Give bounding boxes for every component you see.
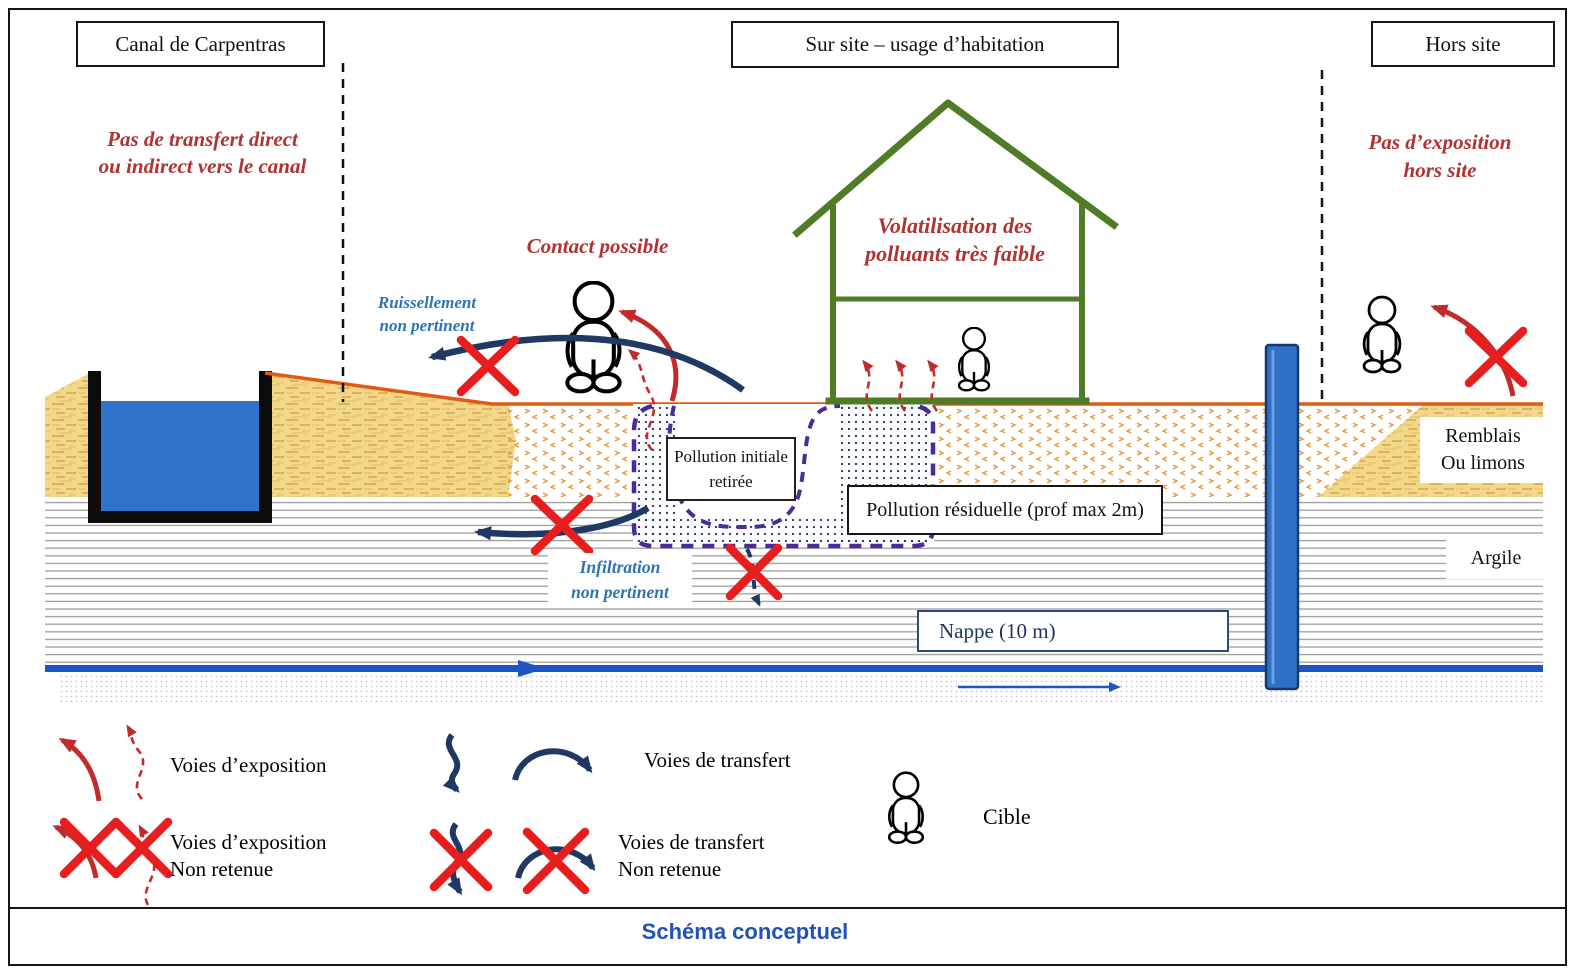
left-embankment	[45, 374, 88, 497]
footer-separator	[8, 907, 1565, 909]
label-nappe: Nappe (10 m)	[917, 610, 1229, 652]
site-boundary-lines	[341, 63, 1324, 402]
note-no-transfer-line2: ou indirect vers le canal	[98, 154, 307, 178]
label-remblais-line2: Ou limons	[1441, 452, 1525, 474]
house-icon	[792, 99, 1119, 405]
ground-surface-line	[264, 371, 1543, 406]
zone-box-canal-label: Canal de Carpentras	[115, 31, 286, 56]
note-contact-possible: Contact possible	[500, 234, 695, 259]
lateral-infiltration-excluded-x-icon	[530, 494, 594, 556]
excluded-pathway-crosses	[59, 326, 1528, 895]
label-pollution-initiale: Pollution initiale retirée	[666, 437, 796, 501]
legend-transfer-excluded-label: Voies de transfert Non retenue	[618, 829, 765, 883]
legend-target-label: Cible	[983, 804, 1031, 830]
legend-exposure-text: Voies d’exposition	[170, 753, 327, 777]
footer-title-text: Schéma conceptuel	[641, 919, 849, 944]
legend-transfer-arc-arrow-icon	[512, 748, 593, 781]
legend-exposure-label: Voies d’exposition	[170, 753, 327, 778]
label-argile: Argile	[1446, 537, 1546, 579]
legend-exposure-excluded-line2: Non retenue	[170, 857, 274, 881]
note-runoff-line1: Ruissellement	[377, 293, 477, 312]
canal-water	[101, 401, 259, 511]
note-no-exposure-line1: Pas d’exposition	[1368, 130, 1512, 154]
legend-transfer-text: Voies de transfert	[644, 748, 791, 772]
label-remblais-line1: Remblais	[1445, 425, 1521, 447]
person-offsite-icon	[1362, 295, 1402, 374]
note-volatilisation-line2: polluants très faible	[865, 241, 1045, 266]
legend-transfer-excluded-line1: Voies de transfert	[618, 830, 765, 854]
note-infiltration: Infiltration non pertinent	[548, 553, 692, 607]
well-barrier	[1264, 343, 1300, 691]
vertical-infiltration-dashed-arrow	[745, 548, 761, 607]
label-pollution-residuelle: Pollution résiduelle (prof max 2m)	[847, 485, 1163, 535]
note-runoff-line2: non pertinent	[379, 316, 475, 335]
offsite-exposure-excluded-x-icon	[1464, 326, 1528, 388]
residual-pollution-outline	[631, 403, 936, 549]
note-infiltration-line2: non pertinent	[571, 582, 669, 602]
legend-target-icon	[887, 770, 925, 845]
label-remblais: Remblais Ou limons	[1420, 417, 1546, 483]
label-argile-text: Argile	[1470, 546, 1522, 569]
label-pollution-initiale-line1: Pollution initiale	[674, 447, 788, 466]
volatilisation-arrow-2	[895, 359, 907, 412]
legend-exposure-excluded-arrow-icon	[52, 824, 99, 879]
note-volatilisation-line1: Volatilisation des	[877, 213, 1033, 238]
legend-exposure-x2-icon	[111, 817, 173, 879]
zone-box-onsite-label: Sur site – usage d’habitation	[805, 32, 1045, 56]
legend-exposure-excluded-line1: Voies d’exposition	[170, 830, 327, 854]
note-infiltration-line1: Infiltration	[579, 557, 661, 577]
below-water-table-band	[58, 675, 1543, 702]
label-nappe-text: Nappe (10 m)	[939, 618, 1056, 643]
footer-title: Schéma conceptuel	[0, 919, 1490, 945]
note-no-exposure-line2: hors site	[1403, 158, 1477, 182]
house-roof	[792, 99, 1119, 238]
legend-exposure-arrow-icon	[58, 737, 102, 802]
note-runoff: Ruissellement non pertinent	[362, 291, 492, 337]
zone-box-canal: Canal de Carpentras	[76, 21, 325, 67]
legend-exposure-excluded-label: Voies d’exposition Non retenue	[170, 829, 327, 883]
legend-target-text: Cible	[983, 804, 1031, 829]
vertical-infiltration-excluded-x-icon	[725, 543, 783, 601]
water-table-line	[45, 665, 1543, 672]
person-indoor-icon	[957, 327, 991, 392]
note-volatilisation: Volatilisation des polluants très faible	[840, 212, 1070, 268]
note-no-transfer: Pas de transfert direct ou indirect vers…	[60, 126, 345, 180]
contact-exposure-arrow	[618, 309, 679, 402]
legend-transfer-wavy-arrow-icon	[442, 733, 461, 793]
soil-exposure-dashed-arrow	[627, 349, 656, 451]
volatilisation-arrow-3	[927, 359, 939, 412]
legend-transfer-excluded-line2: Non retenue	[618, 857, 722, 881]
runoff-excluded-x-icon	[456, 335, 520, 397]
label-pollution-residuelle-text: Pollution résiduelle (prof max 2m)	[866, 498, 1144, 521]
surface-runoff-arrow	[428, 334, 745, 393]
zone-box-onsite: Sur site – usage d’habitation	[731, 21, 1119, 68]
legend-transfer-label: Voies de transfert	[644, 748, 791, 773]
volatilisation-arrow-1	[862, 359, 874, 412]
groundwater-flow-arrowhead	[518, 660, 546, 677]
label-pollution-initiale-line2: retirée	[709, 472, 753, 491]
canal-right-embankment	[259, 374, 516, 497]
zone-box-offsite-label: Hors site	[1425, 31, 1501, 56]
zone-box-offsite: Hors site	[1371, 21, 1555, 67]
legend-exposure-dashed-arrow-icon	[126, 724, 145, 800]
note-contact-possible-text: Contact possible	[526, 234, 669, 258]
note-no-exposure: Pas d’exposition hors site	[1340, 128, 1540, 184]
note-no-transfer-line1: Pas de transfert direct	[107, 127, 298, 151]
legend-exposure-x1-icon	[59, 817, 121, 879]
legend-transfer-x1-icon	[429, 828, 493, 892]
legend-transfer-x2-icon	[522, 827, 590, 895]
